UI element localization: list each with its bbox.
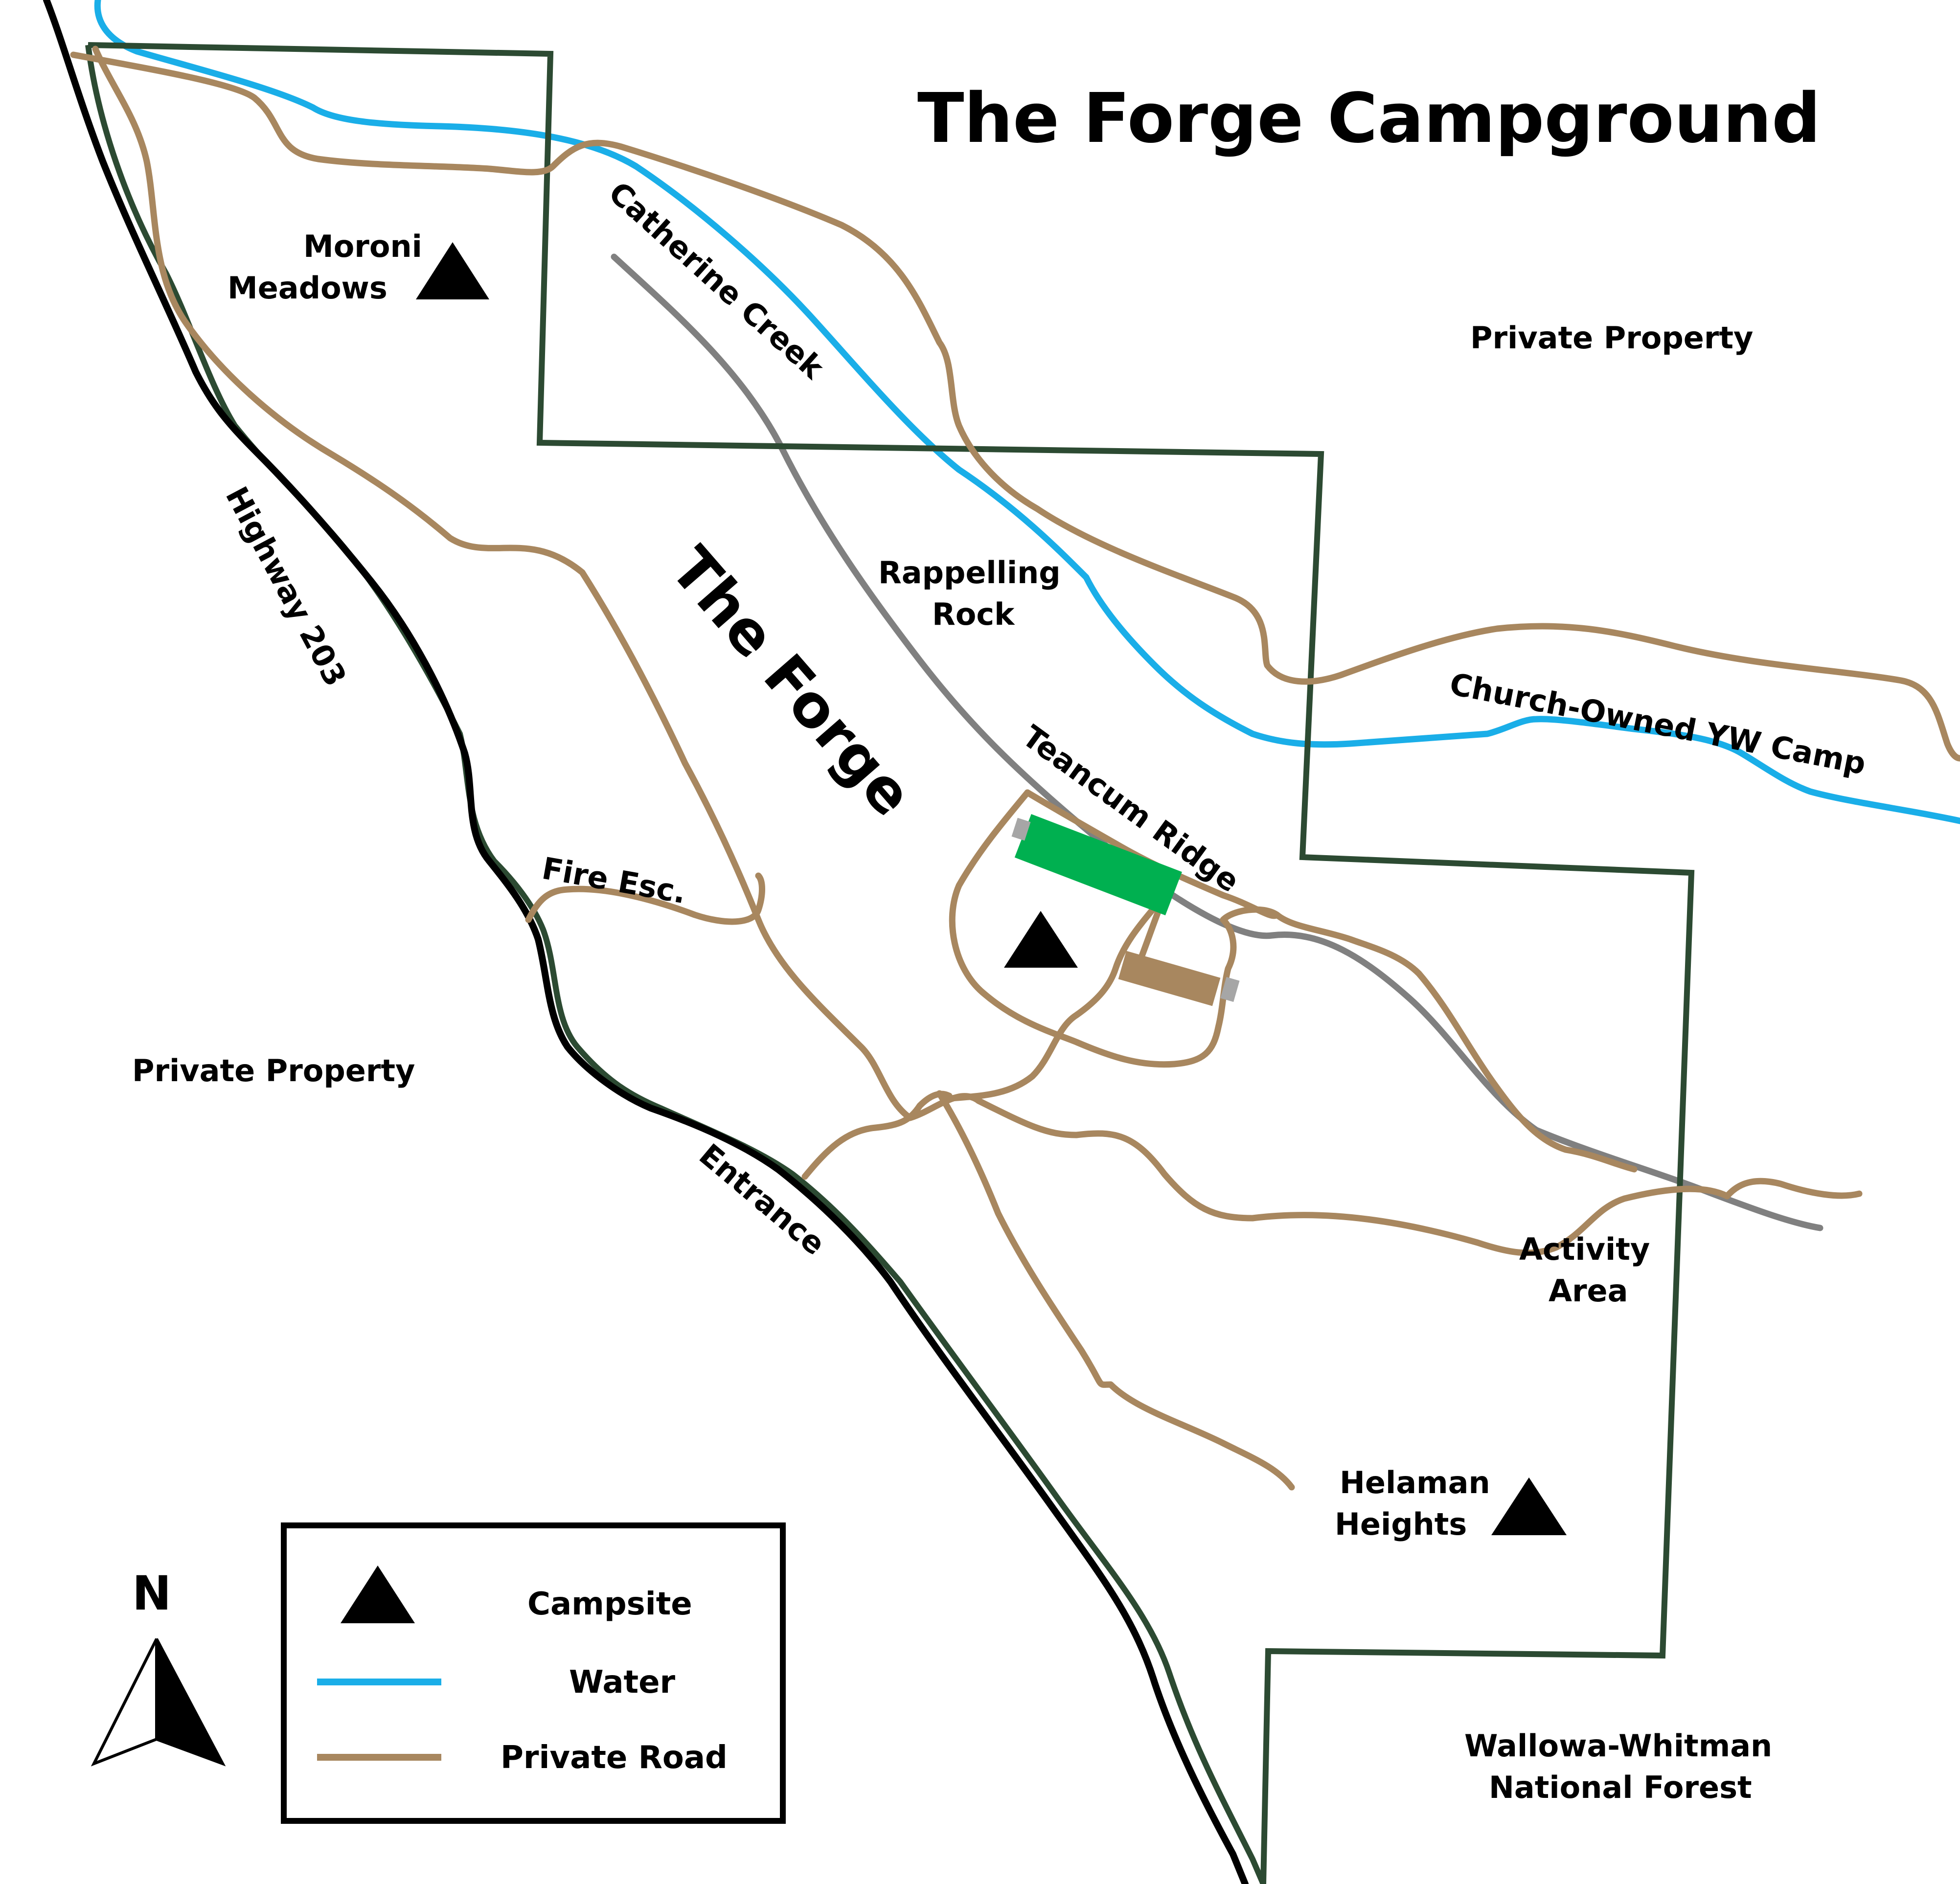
highway-label: Highway 203 (219, 481, 354, 692)
legend-label-water: Water (569, 1664, 676, 1701)
private-roads (70, 45, 1960, 1491)
parking-marker-north (1011, 817, 1031, 841)
parking-marker-east (1220, 976, 1240, 1002)
property-boundary (88, 42, 1695, 1884)
teancum-ridge-trail (611, 253, 1823, 1231)
north-letter: N (132, 1566, 171, 1621)
campsite-connector-road (948, 892, 1168, 1102)
meadows-label: Meadows (228, 270, 387, 306)
triangle-campsite-icon (416, 242, 489, 299)
green-field (1014, 814, 1182, 915)
fire-escape-label: Fire Esc. (539, 850, 689, 911)
triangle-campsite-icon (1004, 911, 1078, 968)
legend-label-campsite: Campsite (527, 1586, 692, 1622)
private-property-w-label: Private Property (132, 1053, 415, 1089)
area-label: Area (1549, 1273, 1628, 1309)
south-road (936, 1090, 1295, 1491)
legend-label-private-road: Private Road (501, 1740, 728, 1776)
triangle-campsite-icon (1491, 1477, 1567, 1535)
catherine-creek-water (94, 0, 1960, 824)
north-arrow-left-half (91, 1638, 158, 1767)
rappelling-label: Rappelling (878, 555, 1061, 590)
heights-label: Heights (1335, 1506, 1467, 1542)
highway-203 (43, 0, 1249, 1884)
campsite-loop-road (949, 789, 1638, 1173)
map-title: The Forge Campground (917, 79, 1821, 159)
helaman-label: Helaman (1340, 1465, 1490, 1500)
activity-building (1118, 951, 1221, 1006)
moroni-label: Moroni (303, 228, 422, 264)
legend-box (281, 1522, 786, 1824)
private-property-ne-label: Private Property (1470, 320, 1753, 356)
legend-campsite-icon (341, 1566, 415, 1623)
activity-label: Activity (1519, 1231, 1650, 1267)
north-arrow-icon: N (91, 1566, 226, 1767)
north-road (70, 51, 1960, 762)
entrance-road (801, 1090, 953, 1180)
rock-label: Rock (932, 596, 1015, 632)
forest-line2-label: National Forest (1489, 1770, 1752, 1805)
north-arrow-right-half (155, 1638, 226, 1767)
legend: Campsite Water Private Road (281, 1522, 786, 1824)
fire-escape-road (525, 872, 765, 925)
western-road (92, 45, 1863, 1256)
forest-line1-label: Wallowa-Whitman (1464, 1728, 1772, 1764)
